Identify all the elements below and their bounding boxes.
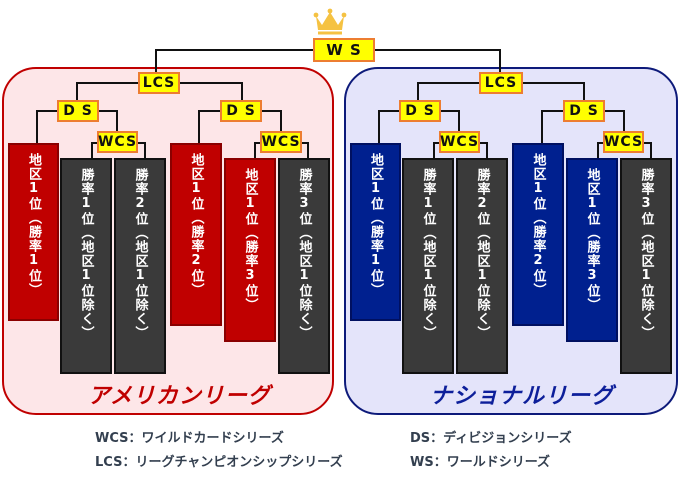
al-wcs1-drop-right <box>144 142 146 158</box>
legend-desc: ：リーグチャンピオンシップシリーズ <box>122 455 343 470</box>
nl-wcs1-tag: WCS <box>439 131 480 153</box>
al-team-division-3: 地区1位（勝率3位） <box>224 158 276 342</box>
team-label: 勝率2位（地区1位除く） <box>474 168 490 340</box>
legend-abbr: LCS <box>95 455 123 470</box>
nl-team-wildcard-1: 勝率1位（地区1位除く） <box>402 158 454 374</box>
al-wcs2-drop-right <box>307 142 309 158</box>
nl-wcs1-drop-right <box>486 142 488 158</box>
al-lcs-drop-right <box>241 82 243 102</box>
nl-wcs2-drop-right <box>650 142 652 158</box>
al-ds1-drop-right <box>116 110 118 132</box>
nl-wcs2-drop-left <box>597 142 599 158</box>
al-ds2-tag: D S <box>220 100 262 122</box>
al-team-wildcard-2: 勝率2位（地区1位除く） <box>114 158 166 374</box>
nl-ds1-tag: D S <box>399 100 441 122</box>
al-wcs1-drop-left <box>91 142 93 158</box>
legend-ws: WS：ワールドシリーズ <box>410 451 550 470</box>
al-team-wildcard-1: 勝率1位（地区1位除く） <box>60 158 112 374</box>
al-wcs2-drop-left <box>254 142 256 158</box>
al-lcs-tag: LCS <box>138 72 180 94</box>
al-ds2-drop-left <box>198 110 200 144</box>
ws-line-right-drop <box>499 49 501 73</box>
nl-lcs-drop-right <box>583 82 585 102</box>
team-label: 地区1位（勝率1位） <box>368 153 383 297</box>
team-label: 勝率2位（地区1位除く） <box>132 168 148 340</box>
nl-ds1-drop-left <box>378 110 380 144</box>
al-ds1-tag: D S <box>57 100 99 122</box>
legend-ds: DS：ディビジョンシリーズ <box>410 427 572 446</box>
nl-team-division-1: 地区1位（勝率1位） <box>350 143 401 321</box>
crown-icon <box>313 8 347 35</box>
team-label: 地区1位（勝率3位） <box>584 168 600 312</box>
al-ds2-drop-right <box>280 110 282 132</box>
legend-wcs: WCS：ワイルドカードシリーズ <box>95 427 284 446</box>
al-team-wildcard-3: 勝率3位（地区1位除く） <box>278 158 330 374</box>
nl-lcs-drop-left <box>417 82 419 102</box>
team-label: 地区1位（勝率2位） <box>530 153 546 297</box>
national-league-title: ナショナルリーグ <box>430 384 615 409</box>
legend-lcs: LCS：リーグチャンピオンシップシリーズ <box>95 451 343 470</box>
nl-wcs2-tag: WCS <box>603 131 644 153</box>
team-label: 勝率1位（地区1位除く） <box>420 168 436 340</box>
ws-line-left-drop <box>155 49 157 73</box>
ws-tag: W S <box>313 38 375 62</box>
legend-abbr: WCS <box>95 431 129 446</box>
al-wcs1-tag: WCS <box>97 131 138 153</box>
team-label: 勝率1位（地区1位除く） <box>78 168 94 340</box>
al-lcs-drop-left <box>76 82 78 102</box>
nl-ds1-drop-right <box>458 110 460 132</box>
legend-abbr: DS <box>410 431 431 446</box>
team-label: 勝率3位（地区1位除く） <box>638 168 654 340</box>
team-label: 地区1位（勝率2位） <box>188 153 204 297</box>
legend-desc: ：ワイルドカードシリーズ <box>128 431 284 446</box>
nl-ds2-drop-left <box>541 110 543 144</box>
legend-desc: ：ワールドシリーズ <box>433 455 551 470</box>
nl-team-division-3: 地区1位（勝率3位） <box>566 158 618 342</box>
al-team-division-1: 地区1位（勝率1位） <box>8 143 59 321</box>
legend-abbr: WS <box>410 455 434 470</box>
nl-team-wildcard-2: 勝率2位（地区1位除く） <box>456 158 508 374</box>
nl-team-division-2: 地区1位（勝率2位） <box>512 143 564 326</box>
nl-wcs1-drop-left <box>433 142 435 158</box>
al-wcs2-tag: WCS <box>260 131 302 153</box>
team-label: 地区1位（勝率3位） <box>242 168 258 312</box>
nl-ds2-tag: D S <box>563 100 605 122</box>
al-ds1-drop-left <box>36 110 38 144</box>
nl-ds2-drop-right <box>623 110 625 132</box>
legend-desc: ：ディビジョンシリーズ <box>430 431 572 446</box>
al-team-division-2: 地区1位（勝率2位） <box>170 143 222 326</box>
nl-team-wildcard-3: 勝率3位（地区1位除く） <box>620 158 672 374</box>
nl-lcs-tag: LCS <box>479 72 523 94</box>
american-league-title: アメリカンリーグ <box>88 384 271 409</box>
team-label: 地区1位（勝率1位） <box>26 153 41 297</box>
team-label: 勝率3位（地区1位除く） <box>296 168 312 340</box>
